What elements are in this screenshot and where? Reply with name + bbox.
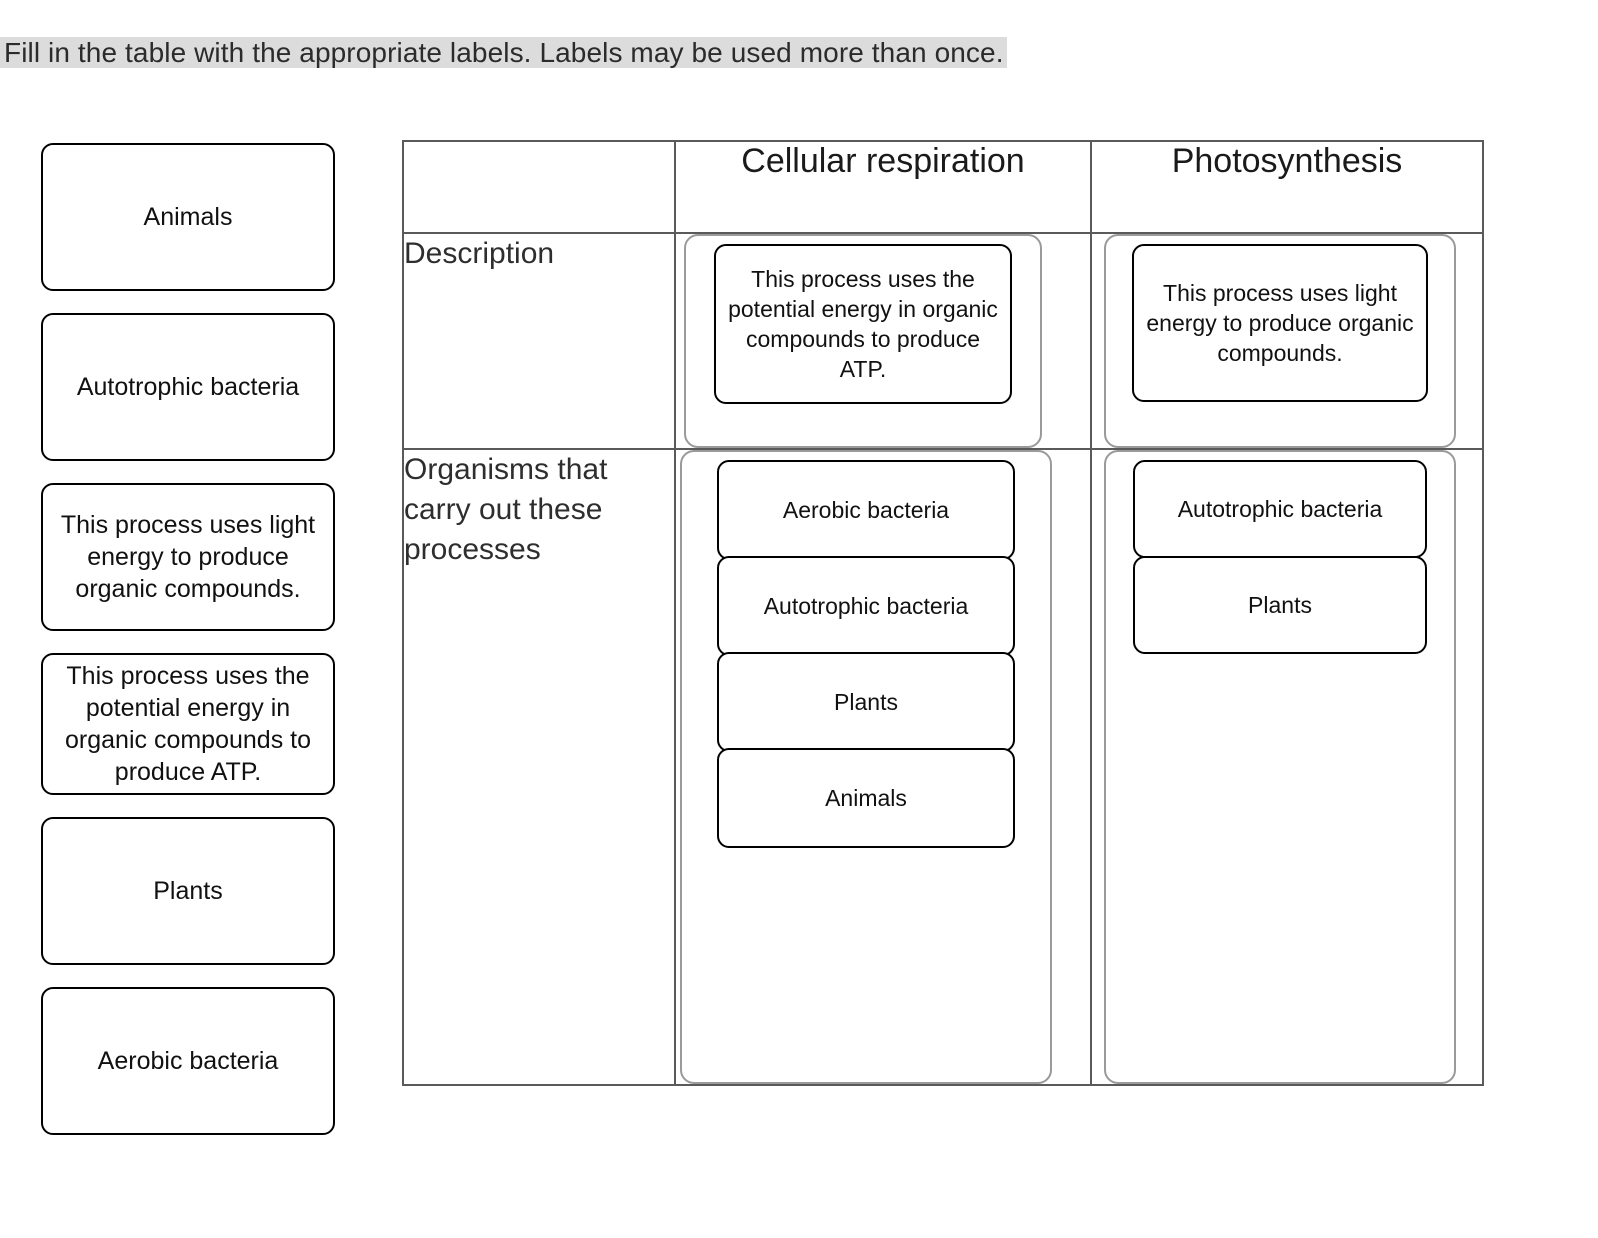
dropzone-description-photosynthesis[interactable]: This process uses light energy to produc… [1104, 234, 1456, 448]
bank-label-photosynthesis-description[interactable]: This process uses light energy to produc… [41, 483, 335, 631]
row-label-description: Description [402, 232, 676, 450]
answer-choice-bank: Animals Autotrophic bacteria This proces… [41, 143, 335, 1157]
dropped-label-text: Autotrophic bacteria [763, 593, 969, 619]
matching-table: Cellular respiration Photosynthesis Desc… [402, 140, 1484, 1086]
dropped-label-text: This process uses light energy to produc… [1146, 280, 1414, 366]
dropzone-description-cellular-respiration[interactable]: This process uses the potential energy i… [684, 234, 1042, 448]
row-label-organisms: Organisms that carry out these processes [402, 448, 676, 1086]
dropped-label-text: Autotrophic bacteria [1177, 496, 1383, 522]
header-photosynthesis: Photosynthesis [1090, 140, 1484, 234]
bank-label-text: Animals [143, 203, 233, 231]
header-corner-empty [402, 140, 676, 234]
bank-label-text: Plants [153, 877, 223, 905]
dropped-label-plants[interactable]: Plants [1133, 556, 1427, 654]
dropped-label-respiration-description[interactable]: This process uses the potential energy i… [714, 244, 1012, 404]
dropped-label-autotrophic-bacteria[interactable]: Autotrophic bacteria [1133, 460, 1427, 558]
dropped-label-text: This process uses the potential energy i… [728, 266, 998, 382]
dropzone-organisms-photosynthesis[interactable]: Autotrophic bacteria Plants [1104, 450, 1456, 1084]
instruction-text: Fill in the table with the appropriate l… [0, 32, 1007, 74]
table-row-organisms: Organisms that carry out these processes… [402, 448, 1484, 1086]
bank-label-respiration-description[interactable]: This process uses the potential energy i… [41, 653, 335, 795]
dropped-label-text: Animals [825, 785, 907, 811]
bank-label-plants[interactable]: Plants [41, 817, 335, 965]
dropped-label-stack: Autotrophic bacteria Plants [1133, 460, 1427, 654]
bank-label-text: Aerobic bacteria [97, 1047, 279, 1075]
dropped-label-animals[interactable]: Animals [717, 748, 1015, 848]
cell-description-photosynthesis: This process uses light energy to produc… [1090, 232, 1484, 450]
cell-organisms-photosynthesis: Autotrophic bacteria Plants [1090, 448, 1484, 1086]
table-row-description: Description This process uses the potent… [402, 232, 1484, 450]
bank-label-aerobic-bacteria[interactable]: Aerobic bacteria [41, 987, 335, 1135]
table-header-row: Cellular respiration Photosynthesis [402, 140, 1484, 234]
dropped-label-text: Plants [834, 689, 898, 715]
bank-label-autotrophic-bacteria[interactable]: Autotrophic bacteria [41, 313, 335, 461]
dropped-label-aerobic-bacteria[interactable]: Aerobic bacteria [717, 460, 1015, 560]
bank-label-animals[interactable]: Animals [41, 143, 335, 291]
bank-label-text: Autotrophic bacteria [76, 373, 300, 401]
bank-label-text: This process uses light energy to produc… [60, 511, 316, 603]
cell-organisms-cellular-respiration: Aerobic bacteria Autotrophic bacteria Pl… [674, 448, 1092, 1086]
cell-description-cellular-respiration: This process uses the potential energy i… [674, 232, 1092, 450]
dropzone-organisms-cellular-respiration[interactable]: Aerobic bacteria Autotrophic bacteria Pl… [680, 450, 1052, 1084]
bank-label-text: This process uses the potential energy i… [65, 662, 311, 786]
dropped-label-plants[interactable]: Plants [717, 652, 1015, 752]
header-cellular-respiration: Cellular respiration [674, 140, 1092, 234]
dropped-label-text: Aerobic bacteria [782, 497, 950, 523]
instruction-highlight: Fill in the table with the appropriate l… [0, 37, 1007, 68]
dropped-label-stack: Aerobic bacteria Autotrophic bacteria Pl… [717, 460, 1015, 848]
dropped-label-autotrophic-bacteria[interactable]: Autotrophic bacteria [717, 556, 1015, 656]
dropped-label-text: Plants [1248, 592, 1312, 618]
dropped-label-photosynthesis-description[interactable]: This process uses light energy to produc… [1132, 244, 1428, 402]
